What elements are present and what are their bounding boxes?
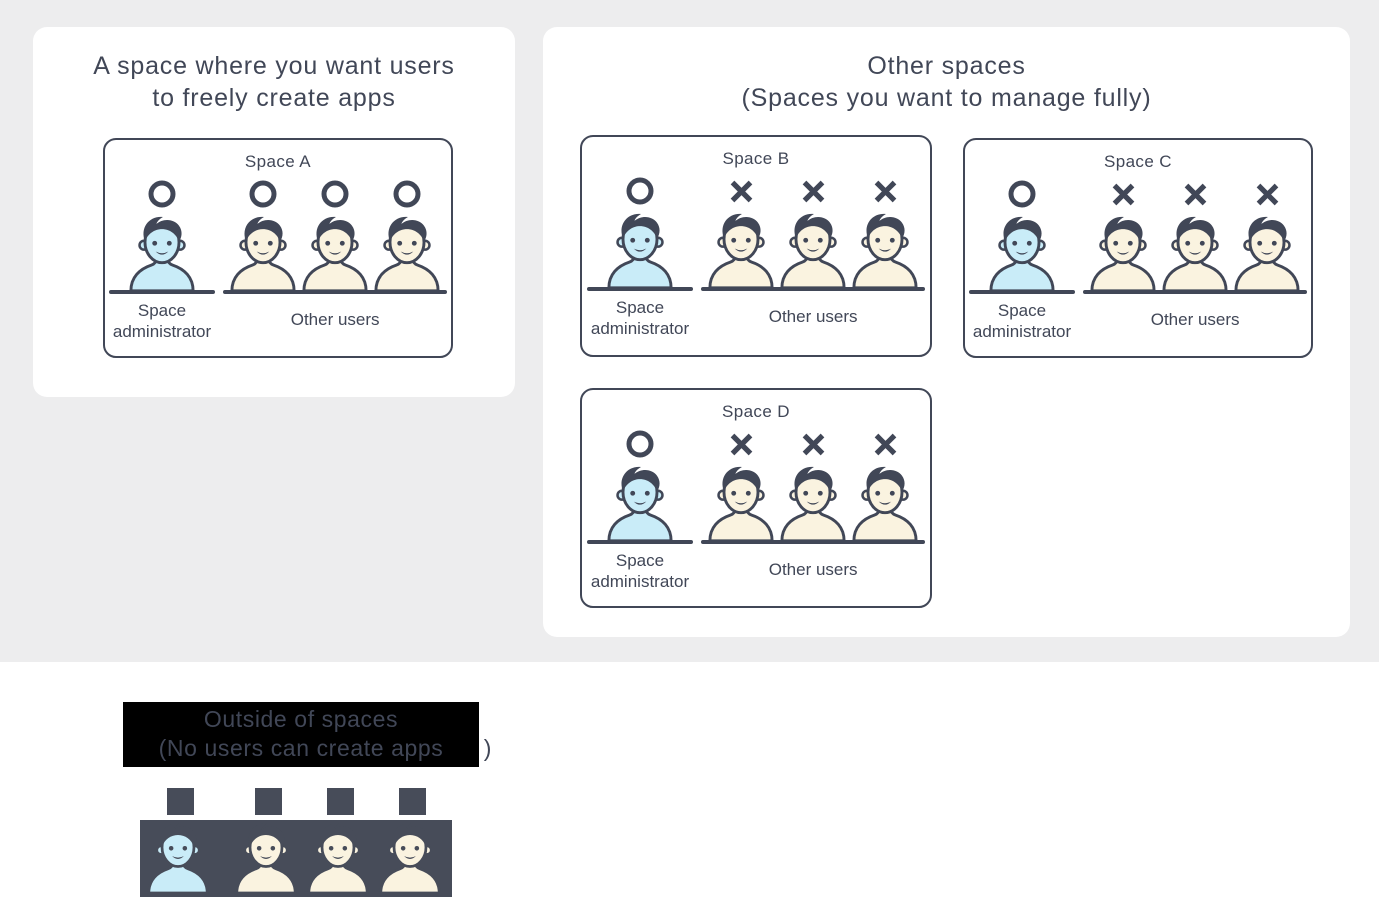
circle-mark-icon xyxy=(248,179,278,209)
cross-mark-icon xyxy=(800,176,827,206)
other-user-silhouette-icon xyxy=(236,823,296,893)
free-space-card-title: A space where you want users to freely c… xyxy=(33,50,515,114)
admin-group: Space administrator xyxy=(586,429,694,592)
circle-mark-icon xyxy=(147,179,177,209)
space-name: Space A xyxy=(244,152,312,171)
admin-label: Space administrator xyxy=(590,550,690,591)
space-box-c: Space C Space administrator xyxy=(963,138,1313,358)
title-line: A space where you want users xyxy=(93,52,455,80)
square-mark-icon xyxy=(166,788,194,815)
admin-group: Space administrator xyxy=(968,179,1076,342)
cross-mark-icon xyxy=(1254,179,1281,209)
cross-mark-icon xyxy=(800,429,827,459)
space-administrator-icon xyxy=(608,213,672,288)
space-administrator-icon xyxy=(990,216,1054,291)
other-user-icon xyxy=(710,466,773,541)
cross-mark-icon xyxy=(728,429,755,459)
space-box-d: Space D Space administrator xyxy=(580,388,932,608)
group-baseline xyxy=(701,540,926,544)
outside-users-band xyxy=(140,820,452,897)
square-mark-icon xyxy=(254,788,282,815)
other-user-icon xyxy=(710,213,773,288)
other-user-icon xyxy=(304,216,367,291)
managed-spaces-card-title: Other spaces (Spaces you want to manage … xyxy=(543,50,1350,114)
circle-mark-icon xyxy=(625,176,655,206)
circle-mark-icon xyxy=(320,179,350,209)
circle-mark-icon xyxy=(392,179,422,209)
others-label: Other users xyxy=(1150,309,1240,329)
space-administrator-icon xyxy=(608,466,672,541)
other-user-silhouette-icon xyxy=(380,823,440,893)
other-user-icon xyxy=(782,466,845,541)
others-group: Other users xyxy=(701,176,926,339)
outside-title-highlight: Outside of spaces (No users can create a… xyxy=(123,702,491,767)
others-label: Other users xyxy=(768,306,858,326)
square-mark-icon xyxy=(326,788,354,815)
cross-mark-icon xyxy=(872,429,899,459)
other-user-icon xyxy=(1092,216,1155,291)
space-box-b: Space B Space administrator xyxy=(580,135,932,357)
group-baseline xyxy=(1083,290,1308,294)
group-baseline xyxy=(701,287,926,291)
cross-mark-icon xyxy=(1182,179,1209,209)
others-group: Other users xyxy=(223,179,448,342)
admin-label: Space administrator xyxy=(112,300,212,341)
admin-group: Space administrator xyxy=(586,176,694,339)
other-user-silhouette-icon xyxy=(308,823,368,893)
others-group: Other users xyxy=(701,429,926,592)
other-user-icon xyxy=(854,466,917,541)
title-line: Other spaces xyxy=(867,52,1026,80)
title-line: (No users can create apps xyxy=(158,735,444,761)
other-user-icon xyxy=(854,213,917,288)
circle-mark-icon xyxy=(1007,179,1037,209)
title-line: (Spaces you want to manage fully) xyxy=(741,84,1152,112)
paren-suffix: ) xyxy=(483,735,492,761)
space-box-a: Space A Space administrator xyxy=(103,138,453,358)
group-baseline xyxy=(586,540,694,544)
other-user-icon xyxy=(782,213,845,288)
admin-label: Space administrator xyxy=(590,297,690,338)
others-label: Other users xyxy=(768,559,858,579)
space-administrator-silhouette-icon xyxy=(148,823,208,893)
space-administrator-icon xyxy=(130,216,194,291)
other-user-icon xyxy=(232,216,295,291)
group-baseline xyxy=(108,290,216,294)
square-mark-icon xyxy=(398,788,426,815)
managed-spaces-card: Other spaces (Spaces you want to manage … xyxy=(543,27,1350,637)
cross-mark-icon xyxy=(728,176,755,206)
cross-mark-icon xyxy=(872,176,899,206)
free-space-card: A space where you want users to freely c… xyxy=(33,27,515,397)
space-name: Space B xyxy=(722,149,790,168)
cross-mark-icon xyxy=(1110,179,1137,209)
others-group: Other users xyxy=(1083,179,1308,342)
space-name: Space D xyxy=(721,402,790,421)
other-user-icon xyxy=(1236,216,1299,291)
group-baseline xyxy=(586,287,694,291)
group-baseline xyxy=(968,290,1076,294)
group-baseline xyxy=(223,290,448,294)
other-user-icon xyxy=(1164,216,1227,291)
circle-mark-icon xyxy=(625,429,655,459)
title-line: to freely create apps xyxy=(152,84,396,112)
admin-label: Space administrator xyxy=(972,300,1072,341)
others-label: Other users xyxy=(290,309,380,329)
title-line: Outside of spaces xyxy=(203,706,399,732)
other-user-icon xyxy=(376,216,439,291)
space-name: Space C xyxy=(1103,152,1172,171)
square-marks-row xyxy=(142,788,448,815)
admin-group: Space administrator xyxy=(108,179,216,342)
